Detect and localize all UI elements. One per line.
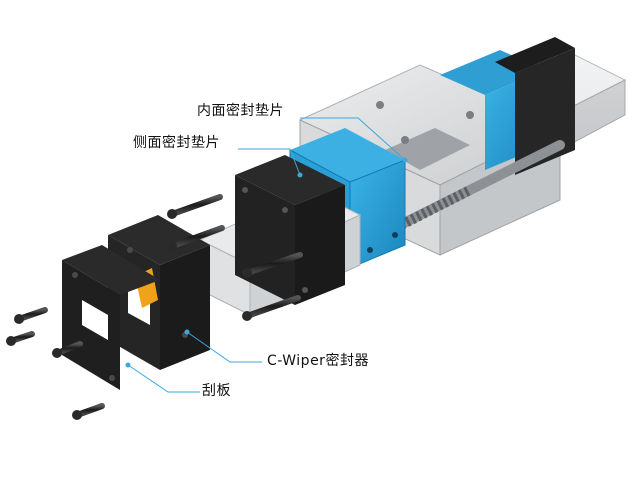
screw: [6, 331, 35, 346]
screw: [14, 307, 48, 324]
leader-lines: [125, 117, 408, 393]
screw: [242, 252, 303, 278]
label-scraper: 刮板: [202, 383, 231, 399]
screw: [52, 341, 83, 358]
label-side-seal: 侧面密封垫片: [133, 135, 220, 151]
screw: [167, 194, 223, 219]
mounting-screws: [6, 194, 303, 420]
leader-line-c-wiper: [186, 331, 262, 363]
label-c-wiper-seal: C-Wiper密封器: [267, 353, 369, 369]
leader-line-side-seal: [238, 148, 301, 176]
screw: [242, 295, 301, 321]
leader-line-inner-seal: [300, 117, 406, 161]
scraper-plate: [62, 245, 160, 390]
screw: [167, 225, 225, 251]
side-seal-gasket: [235, 155, 345, 305]
leader-line-scraper: [127, 364, 200, 393]
screw: [72, 403, 105, 420]
label-inner-seal: 内面密封垫片: [197, 103, 284, 119]
